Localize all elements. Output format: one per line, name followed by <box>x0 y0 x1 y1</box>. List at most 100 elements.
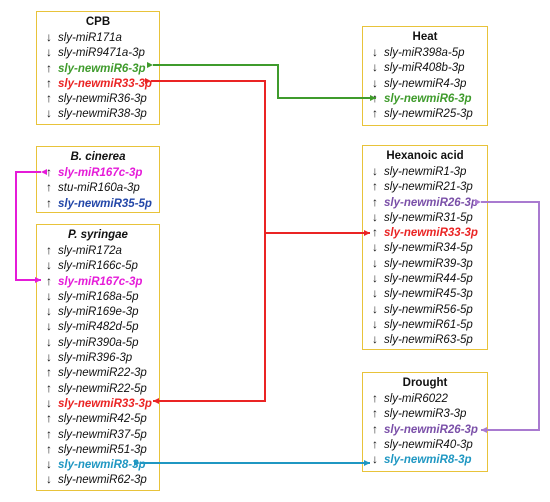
heat-box: Heat ↓sly-miR398a-5p↓sly-miR408b-3p↓sly-… <box>362 26 488 126</box>
mirna-label: sly-miR396-3p <box>58 352 133 365</box>
mirna-item: ↓sly-newmiR63-5p <box>363 332 487 347</box>
down-arrow-icon: ↓ <box>46 395 52 410</box>
up-arrow-icon: ↑ <box>372 106 378 121</box>
mirna-label: sly-newmiR33-3p <box>58 77 152 90</box>
mirna-label: sly-newmiR1-3p <box>384 166 467 178</box>
mirna-item: ↓sly-newmiR38-3p <box>37 106 159 121</box>
down-arrow-icon: ↓ <box>46 258 52 273</box>
mirna-item: ↓sly-miR166c-5p <box>37 258 159 273</box>
drought-title: Drought <box>402 377 448 389</box>
mirna-label: sly-newmiR44-5p <box>384 273 473 286</box>
mirna-item: ↓ sly-newmiR45-3p <box>363 286 487 301</box>
hexanoic-acid-box: Hexanoic acid ↓sly-newmiR1-3p↑sly-newmiR… <box>362 145 488 350</box>
psyringae-title: P. syringae <box>68 229 128 241</box>
mirna-label: sly-newmiR42-5p <box>58 413 147 426</box>
bcinerea-title: B. cinerea <box>70 151 126 163</box>
mirna-item: ↓ sly-newmiR8-3p <box>37 457 159 472</box>
mirna-item: ↓ sly-newmiR62-3p <box>37 472 159 487</box>
mirna-label: sly-newmiR3-3p <box>384 408 467 421</box>
mirna-label: sly-newmiR45-3p <box>384 288 473 301</box>
mirna-label: sly-miR171a <box>58 32 122 44</box>
mirna-label: sly-newmiR22-5p <box>58 382 147 395</box>
down-arrow-icon: ↓ <box>372 271 378 286</box>
mirna-label: stu-miR160a-3p <box>58 182 140 195</box>
mirna-label: sly-newmiR6-3p <box>384 92 472 105</box>
red-connector-newmiR33 <box>145 78 266 404</box>
down-arrow-icon: ↓ <box>46 457 52 472</box>
down-arrow-icon: ↓ <box>46 30 52 44</box>
up-arrow-icon: ↑ <box>46 180 52 195</box>
down-arrow-icon: ↓ <box>46 45 52 60</box>
mirna-label: sly-miR172a <box>58 245 122 257</box>
down-arrow-icon: ↓ <box>46 334 52 349</box>
up-arrow-icon: ↑ <box>372 225 378 240</box>
cpb-box: CPB ↓sly-miR171a↓sly-miR9471a-3p↑sly-new… <box>36 11 160 125</box>
mirna-item: ↑sly-miR167c-3p <box>37 274 159 289</box>
mirna-label: sly-newmiR62-3p <box>58 474 147 487</box>
mirna-label: sly-newmiR40-3p <box>384 438 473 451</box>
mirna-label: sly-newmiR56-5p <box>384 303 473 316</box>
mirna-item: ↑sly-newmiR33-3p <box>363 225 487 240</box>
down-arrow-icon: ↓ <box>372 286 378 301</box>
mirna-item: ↑ sly-newmiR42-5p <box>37 411 159 426</box>
mirna-label: sly-newmiR33-3p <box>58 397 152 410</box>
mirna-label: sly-newmiR21-3p <box>384 181 473 194</box>
up-arrow-icon: ↑ <box>372 194 378 209</box>
down-arrow-icon: ↓ <box>46 472 52 487</box>
down-arrow-icon: ↓ <box>372 301 378 316</box>
mirna-label: sly-miR168a-5p <box>58 290 139 303</box>
up-arrow-icon: ↑ <box>372 421 378 436</box>
mirna-item: ↓sly-newmiR34-5p <box>363 240 487 255</box>
mirna-label: sly-newmiR38-3p <box>58 108 147 121</box>
mirna-label: sly-newmiR39-3p <box>384 257 473 270</box>
up-arrow-icon: ↑ <box>46 243 52 257</box>
up-arrow-icon: ↑ <box>46 75 52 90</box>
down-arrow-icon: ↓ <box>46 304 52 319</box>
mirna-label: sly-newmiR51-3p <box>58 443 147 456</box>
mirna-label: sly-miR169e-3p <box>58 306 139 319</box>
up-arrow-icon: ↑ <box>46 411 52 426</box>
mirna-label: sly-newmiR35-5p <box>58 197 152 210</box>
mirna-label: sly-newmiR6-3p <box>58 62 146 75</box>
mirna-item: ↑ sly-newmiR33-3p <box>37 76 159 91</box>
up-arrow-icon: ↑ <box>46 60 52 75</box>
magenta-connector-miR167c <box>15 169 47 283</box>
mirna-item: ↓ sly-miR169e-3p <box>37 304 159 319</box>
down-arrow-icon: ↓ <box>372 452 378 467</box>
hexanoic-acid-title: Hexanoic acid <box>386 150 464 162</box>
mirna-item: ↓sly-miR390a-5p <box>37 335 159 350</box>
mirna-item: ↓sly-newmiR39-3p <box>363 256 487 271</box>
drought-box: Drought ↑sly-miR6022↑sly-newmiR3-3p↑sly-… <box>362 372 488 472</box>
mirna-item: ↑ sly-newmiR6-3p <box>37 61 159 76</box>
mirna-item: ↑ stu-miR160a-3p <box>37 180 159 195</box>
up-arrow-icon: ↑ <box>46 195 52 210</box>
mirna-item: ↓sly-miR398a-5p <box>363 45 487 60</box>
mirna-item: ↑ sly-newmiR26-3p <box>363 422 487 437</box>
purple-connector-newmiR26 <box>475 199 540 433</box>
down-arrow-icon: ↓ <box>372 209 378 224</box>
mirna-item: ↑ sly-newmiR35-5p <box>37 196 159 211</box>
bcinerea-box: B. cinerea ↑sly-miR167c-3p↑stu-miR160a-3… <box>36 146 160 213</box>
mirna-item: ↓sly-newmiR61-5p <box>363 317 487 332</box>
mirna-label: sly-newmiR26-3p <box>384 196 478 209</box>
mirna-label: sly-miR408b-3p <box>384 62 465 75</box>
mirna-label: sly-newmiR8-3p <box>58 459 146 472</box>
down-arrow-icon: ↓ <box>46 319 52 334</box>
up-arrow-icon: ↑ <box>46 165 52 179</box>
mirna-item: ↑ sly-newmiR26-3p <box>363 195 487 210</box>
up-arrow-icon: ↑ <box>372 391 378 405</box>
mirna-item: ↓ sly-miR482d-5p <box>37 319 159 334</box>
cpb-title: CPB <box>85 16 111 28</box>
green-connector-newmiR6 <box>147 62 376 101</box>
down-arrow-icon: ↓ <box>372 332 378 347</box>
mirna-label: sly-miR482d-5p <box>58 321 139 334</box>
mirna-item: ↓ sly-newmiR44-5p <box>363 271 487 286</box>
mirna-label: sly-newmiR22-3p <box>58 367 147 380</box>
down-arrow-icon: ↓ <box>372 316 378 331</box>
mirna-item: ↓sly-miR396-3p <box>37 350 159 365</box>
mirna-item: ↑sly-newmiR22-5p <box>37 381 159 396</box>
heat-title: Heat <box>412 31 438 43</box>
mirna-item: ↓sly-newmiR8-3p <box>363 452 487 467</box>
mirna-item: ↑sly-newmiR40-3p <box>363 437 487 452</box>
mirna-label: sly-newmiR26-3p <box>384 423 478 436</box>
